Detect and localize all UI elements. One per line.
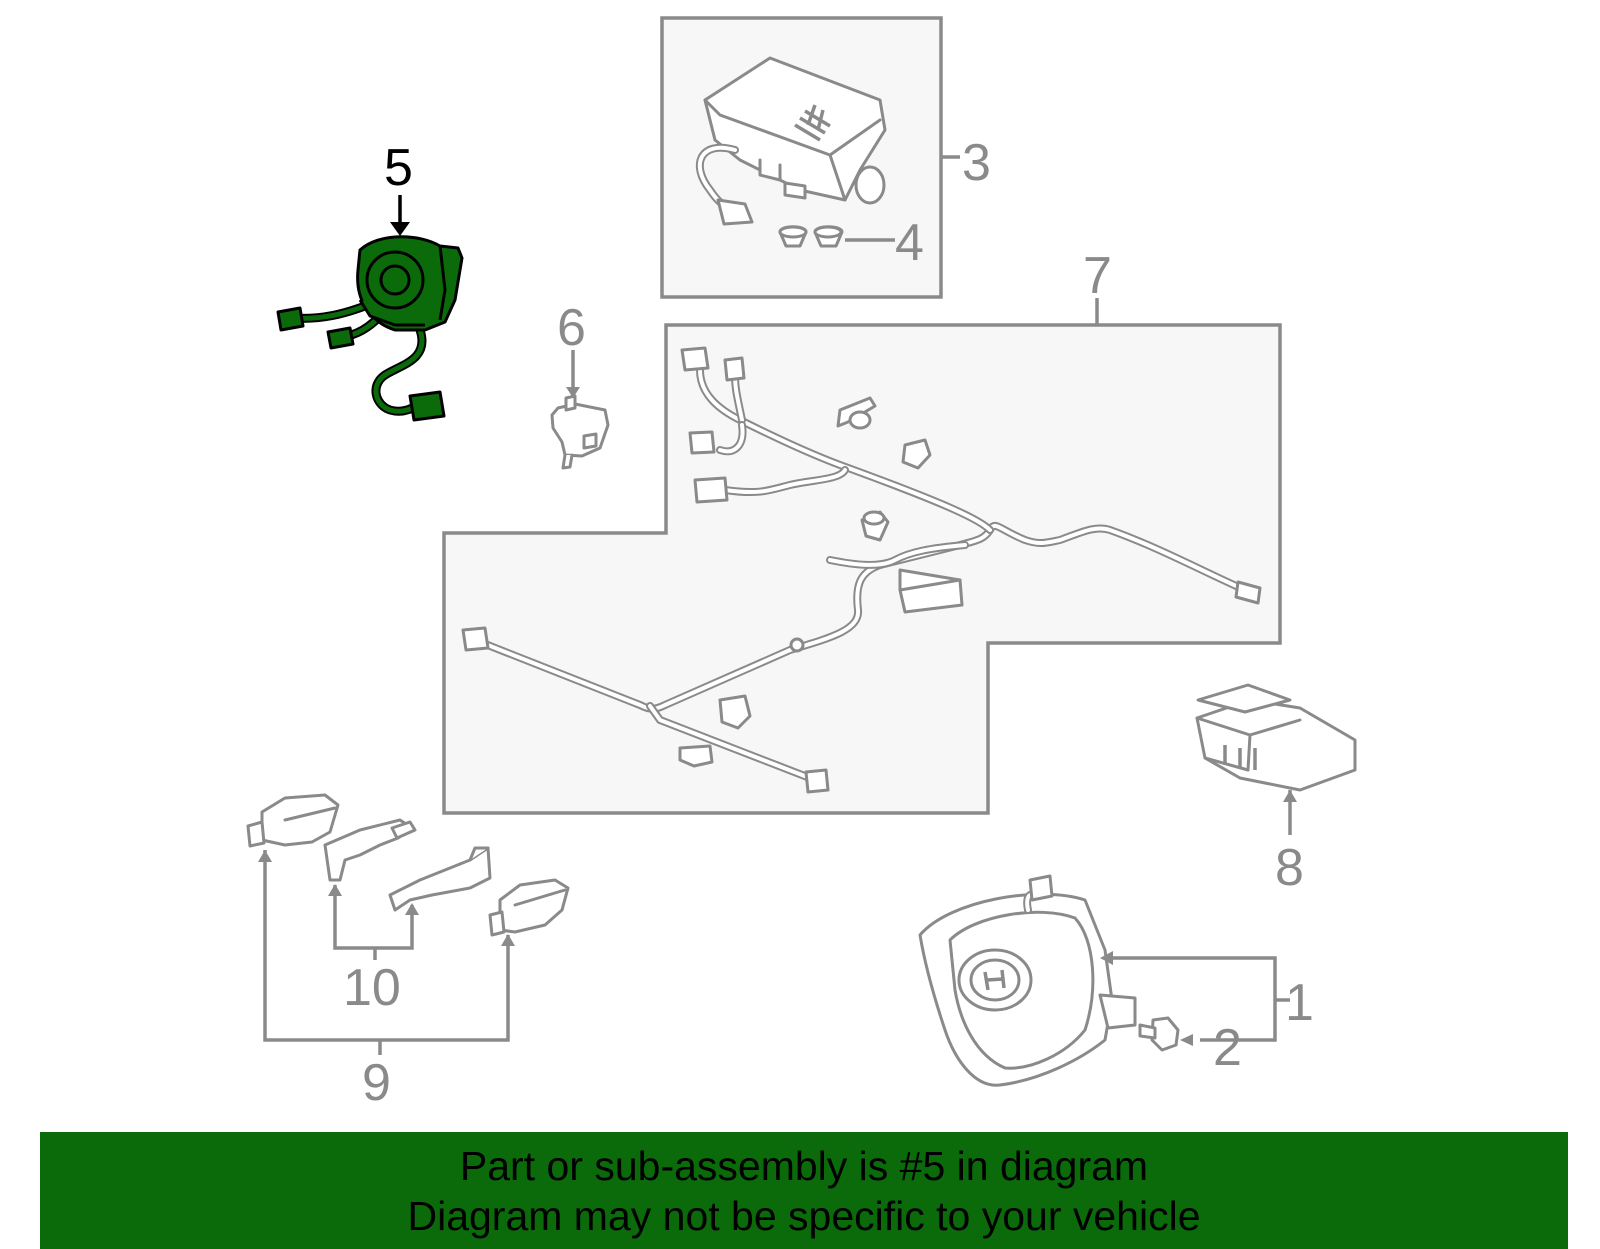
part-2-bolt[interactable] — [1138, 1016, 1193, 1052]
callout-10[interactable]: 10 — [343, 959, 401, 1017]
part-7-harness-box[interactable] — [442, 298, 1282, 815]
banner-line-disclaimer: Diagram may not be specific to your vehi… — [407, 1193, 1201, 1239]
callout-9[interactable]: 9 — [362, 1054, 391, 1112]
banner-line-part: Part or sub-assembly is #5 in diagram — [459, 1143, 1149, 1189]
callout-4[interactable]: 4 — [895, 214, 924, 272]
part-3-box[interactable] — [660, 16, 960, 299]
part-9-sensors[interactable] — [246, 793, 570, 1055]
parts-diagram: 1 2 3 4 5 6 7 8 9 10 — [246, 16, 1357, 1112]
part-10-brackets[interactable] — [323, 818, 492, 960]
part-6-sensor[interactable] — [550, 350, 610, 470]
part-1-driver-airbag[interactable] — [918, 874, 1290, 1087]
callout-7[interactable]: 7 — [1083, 247, 1112, 305]
callout-6[interactable]: 6 — [557, 299, 586, 357]
info-banner: Part or sub-assembly is #5 in diagram Di… — [40, 1132, 1568, 1249]
callout-8[interactable]: 8 — [1275, 839, 1304, 897]
callout-1[interactable]: 1 — [1285, 974, 1314, 1032]
callout-2[interactable]: 2 — [1213, 1019, 1242, 1077]
part-8-control-unit[interactable] — [1195, 683, 1357, 835]
part-5-clock-spring[interactable] — [276, 235, 464, 422]
callout-5[interactable]: 5 — [384, 139, 413, 197]
callout-3[interactable]: 3 — [962, 134, 991, 192]
